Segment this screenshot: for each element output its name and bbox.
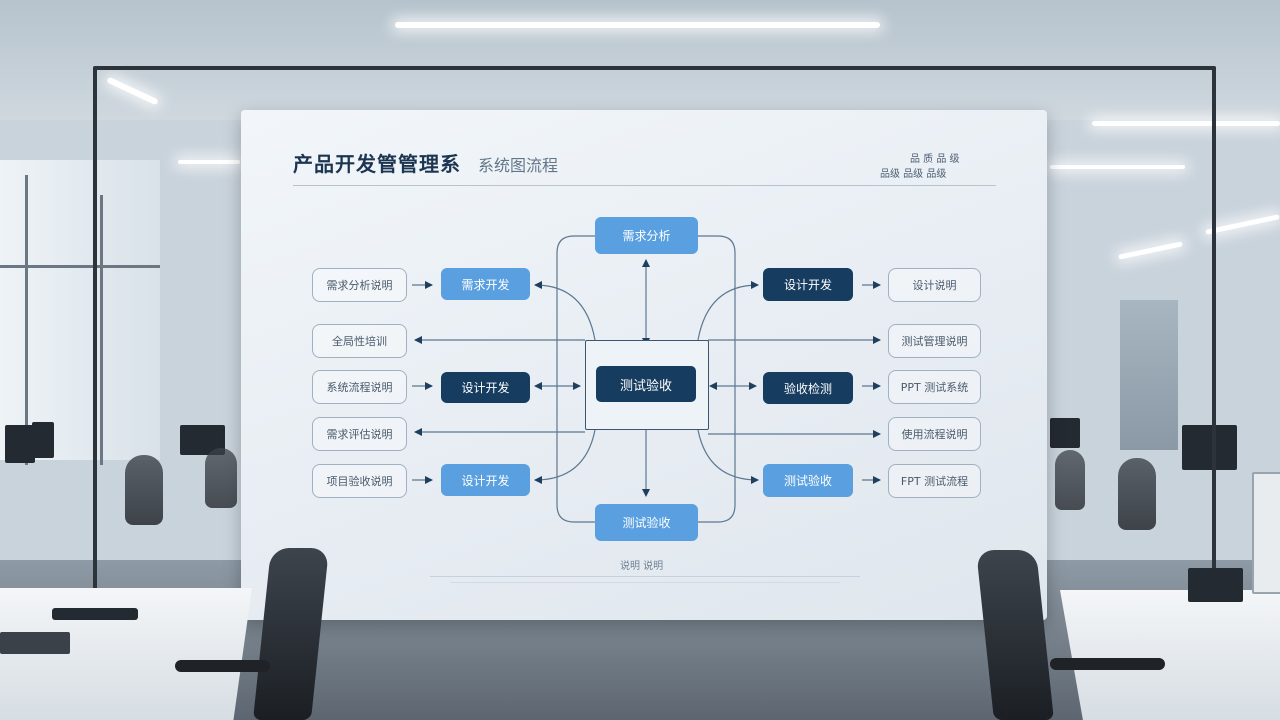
chair: [205, 448, 237, 508]
node-left-2: 设计开发: [441, 372, 530, 403]
board-title-extra: 系统图流程: [478, 156, 559, 175]
chair: [1055, 450, 1085, 510]
board-meta: 品 质 品 级: [910, 154, 960, 165]
ceiling: [0, 0, 1280, 120]
window-frame: [25, 175, 28, 465]
curve-left-bottom: [534, 429, 596, 484]
node-right-3: 测试验收: [763, 464, 853, 497]
cabinet: [1120, 300, 1178, 450]
divider: [430, 576, 860, 577]
device: [1188, 568, 1243, 602]
node-left-1: 需求开发: [441, 268, 530, 300]
left-label: 系统流程说明: [312, 370, 407, 404]
left-label: 项目验收说明: [312, 464, 407, 498]
chair-arm: [175, 660, 270, 672]
right-label: PPT 测试系统: [888, 370, 981, 404]
loop-left: [556, 235, 595, 523]
left-label: 需求评估说明: [312, 417, 407, 451]
right-label: 设计说明: [888, 268, 981, 302]
ceiling-light: [1050, 165, 1185, 169]
ceiling-light: [1092, 121, 1280, 126]
node-bottom: 测试验收: [595, 504, 698, 541]
node-left-3: 设计开发: [441, 464, 530, 496]
window-frame: [100, 195, 103, 465]
loop-right: [698, 235, 736, 523]
ceiling-light: [178, 160, 240, 164]
left-label: 全局性培训: [312, 324, 407, 358]
monitor: [1182, 425, 1237, 470]
node-right-2: 验收检测: [763, 372, 853, 404]
monitor: [32, 422, 54, 458]
chair-arm: [1050, 658, 1165, 670]
chair: [1118, 458, 1156, 530]
monitor: [1050, 418, 1080, 448]
right-label: 使用流程说明: [888, 417, 981, 451]
curve-right-top: [697, 281, 759, 341]
curve-right-bottom: [697, 429, 759, 484]
divider: [450, 582, 840, 583]
right-label: FPT 测试流程: [888, 464, 981, 498]
ceiling-light: [395, 22, 880, 28]
board-title: 产品开发管管理系: [293, 152, 461, 176]
window-frame: [0, 265, 160, 268]
board-meta: 品级 品级 品级: [880, 169, 947, 180]
right-label: 测试管理说明: [888, 324, 981, 358]
footer-note: 说明 说明: [620, 561, 664, 572]
chair: [125, 455, 163, 525]
divider: [293, 185, 996, 186]
node-right-1: 设计开发: [763, 268, 853, 301]
monitor: [5, 425, 35, 463]
glass-wall-frame: [93, 66, 1216, 590]
desk: [1060, 590, 1280, 720]
left-label: 需求分析说明: [312, 268, 407, 302]
monitor: [1252, 472, 1280, 594]
tablet: [52, 608, 138, 620]
center-node: 测试验收: [596, 366, 696, 402]
node-top: 需求分析: [595, 217, 698, 254]
curve-left-top: [534, 281, 596, 341]
keyboard: [0, 632, 70, 654]
